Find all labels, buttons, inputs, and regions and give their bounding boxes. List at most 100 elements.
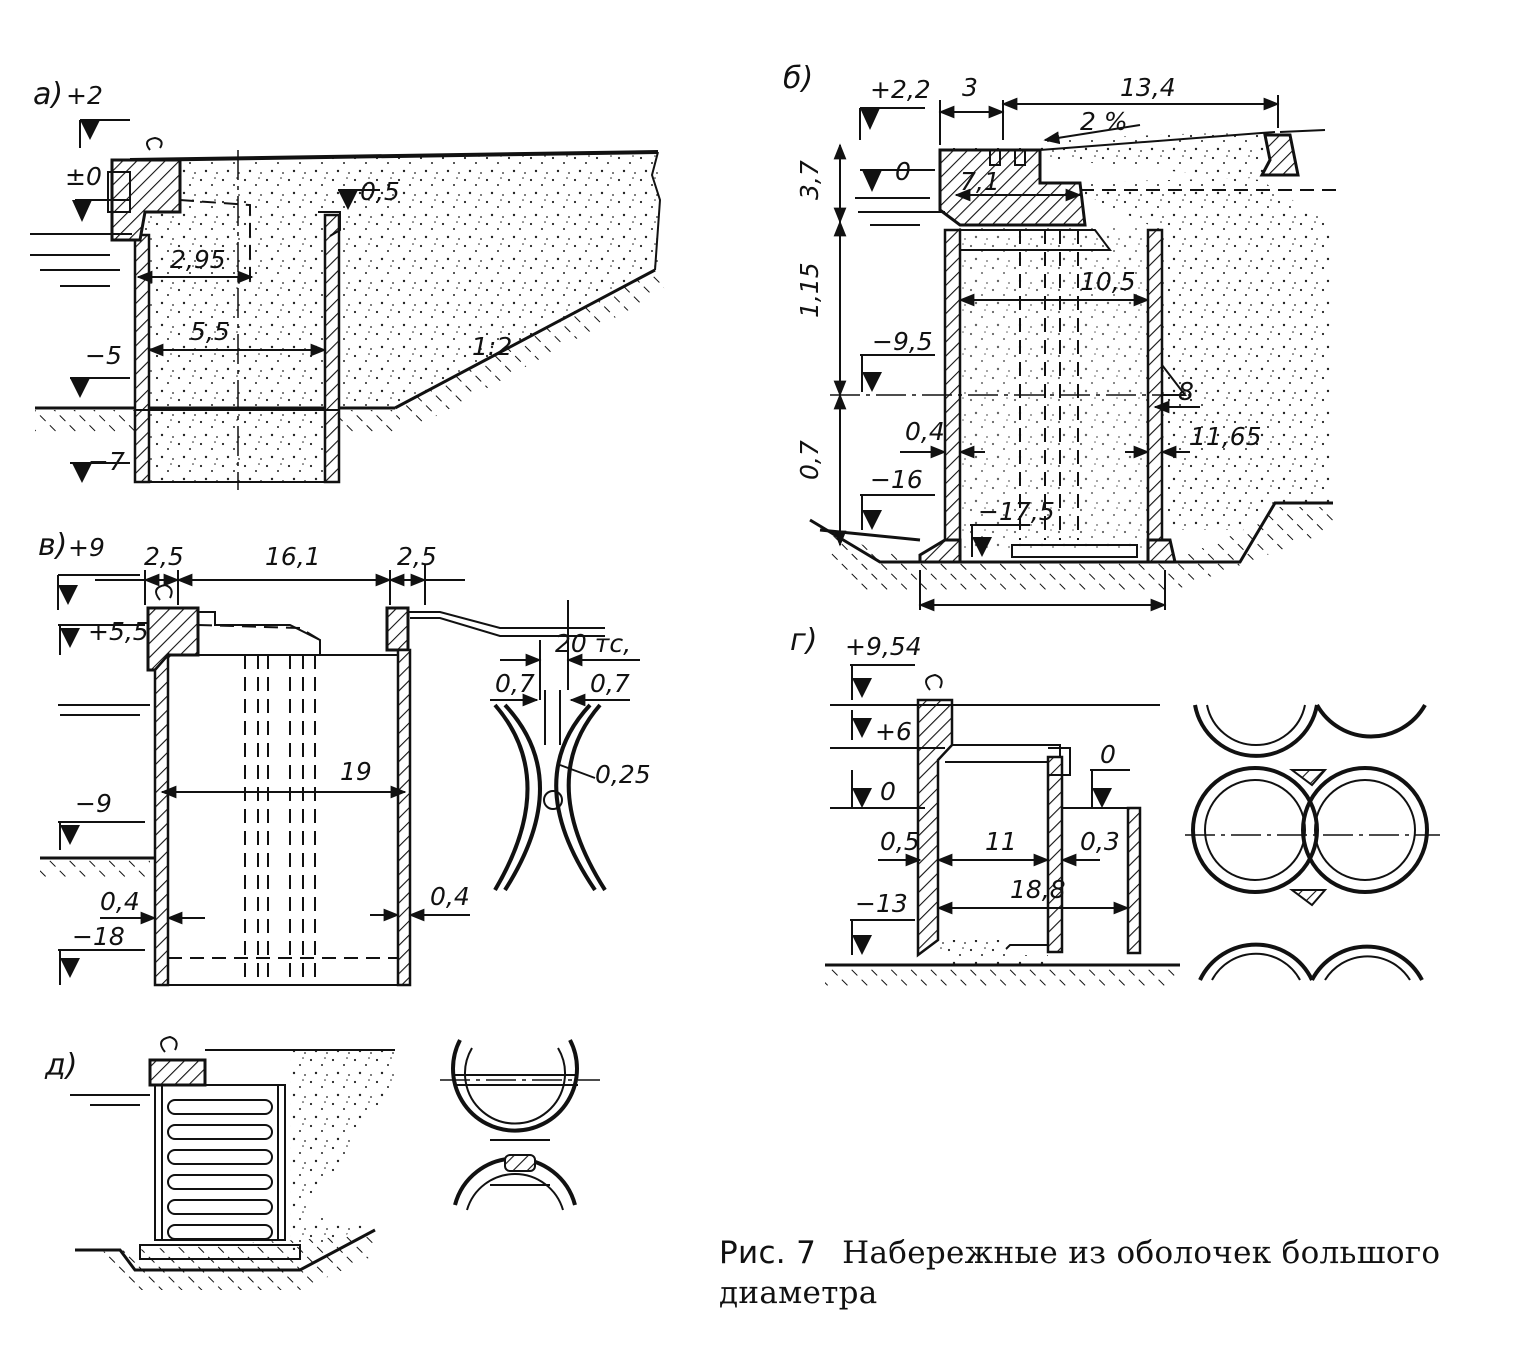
- level-mark: −16: [860, 465, 935, 530]
- dim-label: 0,5: [880, 827, 920, 856]
- svg-text:−16: −16: [870, 465, 923, 494]
- cap-block-left: [146, 606, 200, 672]
- cell-wall-back: [1126, 806, 1142, 955]
- figure-title: Набережные из оболочек большого диаметра: [719, 1235, 1441, 1311]
- dim-label: 2,95: [170, 245, 226, 274]
- backfill: [290, 1050, 395, 1250]
- shell-wall-left: [153, 651, 170, 987]
- shell-plan-view: [1185, 704, 1440, 981]
- dim-label: 11,65: [1190, 422, 1262, 451]
- level-mark: −18: [58, 922, 145, 985]
- svg-text:±0: ±0: [65, 162, 102, 191]
- slope-label: 1:2: [472, 332, 512, 361]
- svg-text:+9,54: +9,54: [845, 632, 922, 661]
- panel-g-label: г): [790, 623, 817, 658]
- dim-label: 0,4: [100, 887, 140, 916]
- svg-text:0: 0: [895, 157, 911, 186]
- bollard-icon: [925, 673, 943, 691]
- figure-number: Рис. 7: [719, 1235, 817, 1271]
- dim-label: 2,5: [397, 542, 437, 571]
- bollard-icon: [145, 136, 163, 151]
- cap-block-right: [385, 606, 410, 652]
- level-mark: −7: [70, 447, 130, 483]
- svg-text:+2,2: +2,2: [870, 75, 931, 104]
- dim-label: 18,8: [1010, 875, 1066, 904]
- dim-label: 0,4: [430, 882, 470, 911]
- dim-label: 2,5: [144, 542, 184, 571]
- shell-joint-detail: 20 тс, 0,7 0,7 0,25: [490, 600, 651, 892]
- dim-label: 0,4: [905, 417, 945, 446]
- panel-g: г) 0,5 11 0,3 18,8 +9,54: [790, 623, 1440, 987]
- backfill: [130, 152, 658, 482]
- dim-label: 7,1: [960, 167, 1000, 196]
- bollard-icon: [160, 1035, 178, 1053]
- shell-wall-left: [943, 228, 962, 542]
- dim-label: 3: [962, 73, 978, 102]
- level-mark: 0: [1090, 740, 1130, 808]
- dim-label: 16,1: [265, 542, 321, 571]
- dim-label: 0,25: [595, 760, 651, 789]
- panel-d: д): [44, 1035, 600, 1290]
- level-mark: 0,5: [338, 177, 400, 210]
- svg-text:0: 0: [1100, 740, 1116, 769]
- level-mark: 0: [860, 157, 935, 192]
- dim-label: 0,7: [495, 669, 535, 698]
- dim-label: 5,5: [190, 317, 230, 346]
- shell-wall-right: [323, 213, 341, 484]
- panel-a: а) +2: [30, 77, 665, 490]
- svg-text:−9: −9: [75, 789, 112, 818]
- shell-plan-view: [440, 1039, 600, 1211]
- level-mark: 0: [851, 770, 896, 808]
- panel-v: в) 2,5 16,1: [38, 528, 651, 987]
- dim-label: 13,4: [1120, 73, 1176, 102]
- shell-wall-left: [133, 233, 151, 484]
- slope-label: 2 %: [1080, 107, 1128, 136]
- panel-b: б): [783, 61, 1340, 612]
- level-mark: +9: [57, 533, 140, 610]
- dim-label: 0,7: [795, 440, 824, 480]
- level-mark: +6: [851, 710, 912, 746]
- shell-wall-right: [1146, 228, 1164, 542]
- dim-label: 0,7: [590, 669, 630, 698]
- level-mark: +5,5: [58, 617, 149, 655]
- dim-label: 0,3: [1080, 827, 1120, 856]
- bollard-icon: [155, 583, 173, 601]
- level-mark: −17,5: [970, 497, 1055, 557]
- svg-text:−13: −13: [855, 889, 908, 918]
- cap-block: [148, 1058, 207, 1087]
- shell-wall-right: [396, 648, 412, 987]
- svg-text:0,5: 0,5: [360, 177, 400, 206]
- kerb-block: [1259, 133, 1300, 177]
- level-mark: +2: [66, 81, 130, 148]
- cell-wall-front: [916, 698, 954, 958]
- svg-text:−18: −18: [72, 922, 125, 951]
- svg-text:−17,5: −17,5: [978, 497, 1055, 526]
- dim-label: 10,5: [1080, 267, 1136, 296]
- panel-a-label: а): [33, 77, 63, 112]
- svg-text:+6: +6: [875, 717, 912, 746]
- svg-text:+2: +2: [66, 81, 103, 110]
- svg-text:0: 0: [880, 777, 896, 806]
- level-mark: +9,54: [845, 632, 922, 700]
- force-label: 20 тс,: [555, 629, 631, 658]
- panel-v-label: в): [38, 528, 67, 563]
- level-mark: +2,2: [859, 75, 931, 140]
- svg-text:−9,5: −9,5: [872, 327, 933, 356]
- panel-b-label: б): [783, 61, 813, 96]
- dim-label: 19: [340, 757, 372, 786]
- level-mark: −13: [850, 889, 915, 955]
- dim-label: 11: [985, 827, 1017, 856]
- level-mark: ±0: [65, 162, 130, 222]
- dim-label: 1,15: [795, 262, 824, 318]
- cell-wall-middle: [1046, 755, 1064, 954]
- dim-label: 3,7: [795, 160, 824, 200]
- svg-text:−5: −5: [85, 341, 122, 370]
- panel-d-label: д): [44, 1048, 77, 1083]
- level-mark: −9,5: [860, 327, 935, 392]
- dim-label: 8: [1178, 377, 1194, 406]
- shell-stack: [167, 1099, 273, 1240]
- level-mark: −9: [58, 789, 145, 850]
- svg-text:+9: +9: [68, 533, 105, 562]
